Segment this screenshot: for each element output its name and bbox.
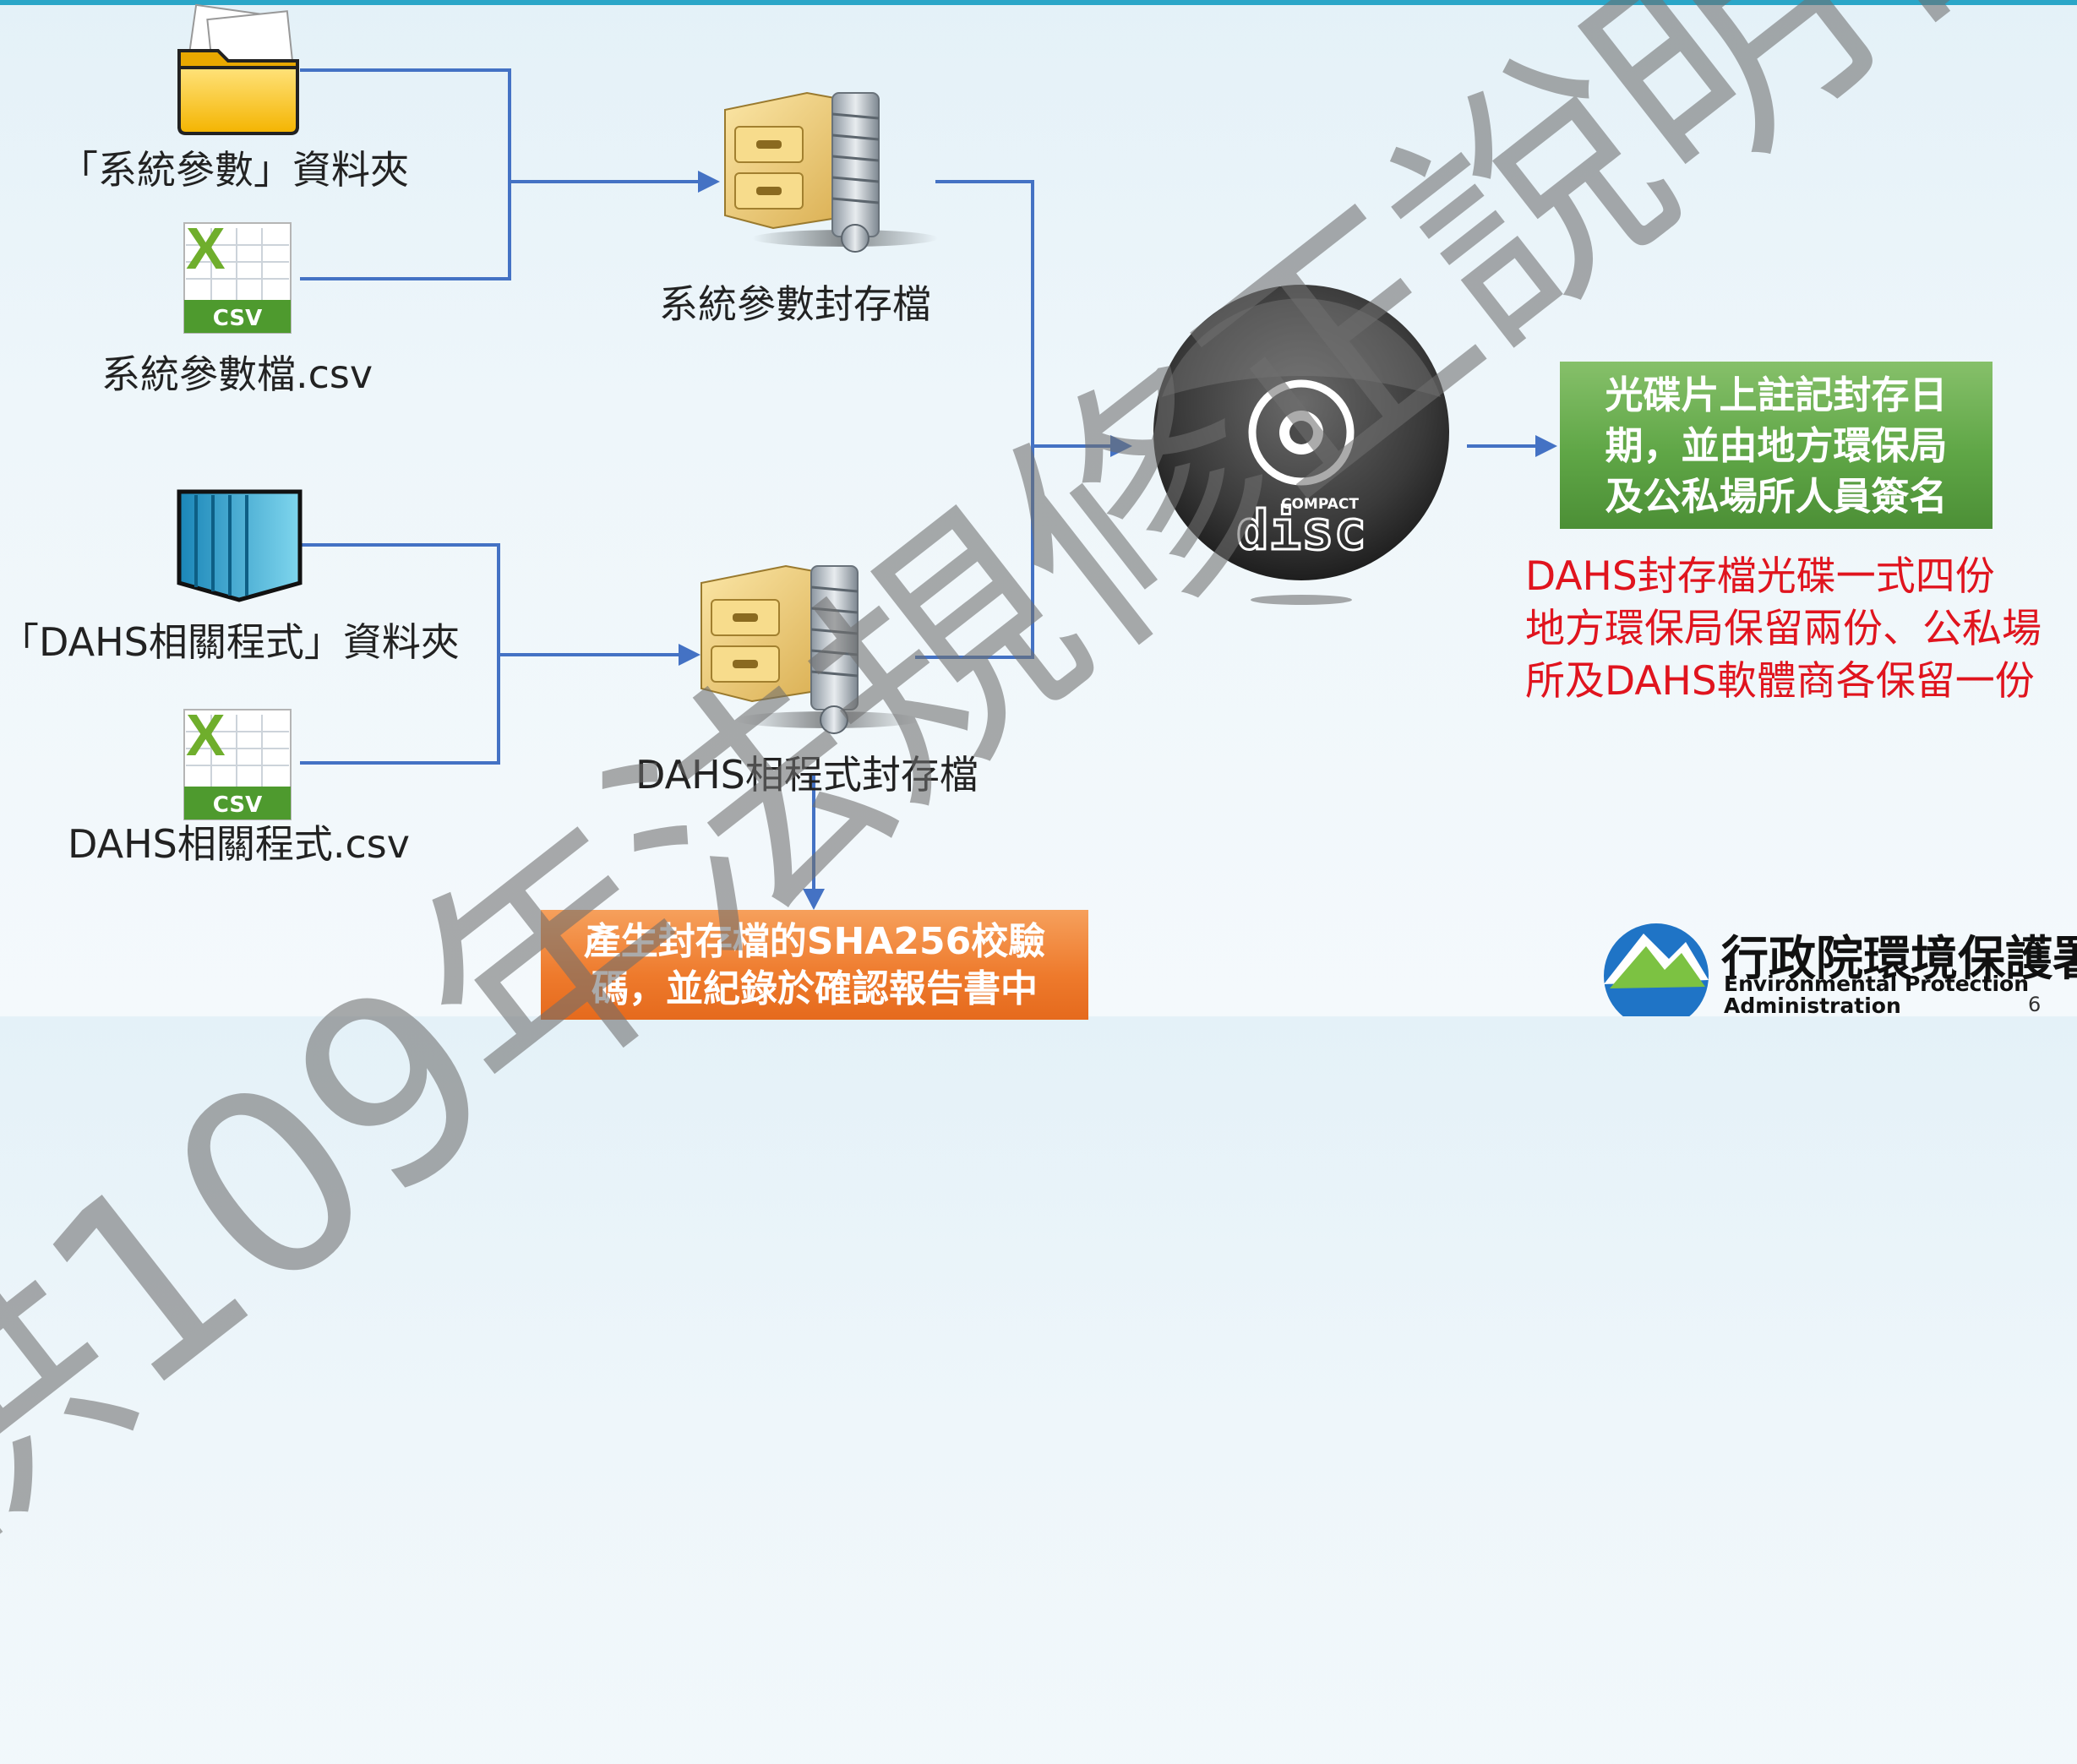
csv-badge-system: CSV [213,306,262,331]
arrowhead-disc [1110,435,1132,457]
agency-name: 行政院環境保護署 [1721,932,2077,987]
system-csv-label: 系統參數檔.csv [101,351,373,397]
compact-disc-icon: COMPACT disc [1153,285,1449,605]
folder-icon [177,3,299,135]
top-accent-bar [0,0,2077,5]
sha256-box: 產生封存檔的SHA256校驗 碼，並紀錄於確認報告書中 [541,910,1088,1020]
svg-text:X: X [186,215,226,281]
disc-bottom-text: disc [1236,500,1366,563]
connector-dahs-archive [915,444,1114,659]
flow-diagram: X X CSV CSV [177,3,1709,1016]
dahs-folder-label: 「DAHS相關程式」資料夾 [0,619,460,665]
arrowhead-system-archive [698,171,720,193]
sha256-box-line: 產生封存檔的SHA256校驗 [583,920,1046,963]
connector-dahs-csv [300,653,686,765]
arrowhead-dahs-archive [679,644,701,666]
system-archive-label: 系統參數封存檔 [659,281,931,327]
connector-system-csv [300,180,706,280]
sha256-box-line: 碼，並紀錄於確認報告書中 [591,967,1038,1010]
disc-annotation-box: 光碟片上註記封存日 期，並由地方環保局 及公私場所人員簽名 [1560,362,1993,529]
arrowheads [679,171,1557,910]
connector-system-folder [300,68,511,182]
csv-file-icon-dahs: X [183,702,292,820]
svg-text:X: X [186,702,226,768]
green-box-line: 光碟片上註記封存日 [1605,373,1948,417]
page-number: 6 [2028,993,2042,1016]
copies-note-line: 地方環保局保留兩份、公私場 [1525,606,2042,652]
copies-note-line: DAHS封存檔光碟一式四份 [1525,553,1995,600]
arrowhead-green-box [1535,435,1557,457]
connector-dahs-folder [300,543,500,655]
epa-logo-icon [1604,923,1709,1016]
green-box-line: 期，並由地方環保局 [1605,423,1948,468]
program-folder-icon [177,489,303,602]
agency-name-en: Environmental Protection Administration [1724,973,2029,1017]
agency-name-en-line: Administration [1724,994,1901,1018]
dahs-archive-label: DAHS相程式封存檔 [635,752,979,798]
dahs-csv-label: DAHS相關程式.csv [68,821,410,867]
archive-cabinet-icon-system [724,91,938,253]
connector-system-archive [935,180,1034,446]
agency-name-en-line: Environmental Protection [1724,972,2029,996]
csv-badge-dahs: CSV [213,792,262,818]
connector-lines [300,68,1538,897]
copies-note-line: 所及DAHS軟體商各保留一份 [1525,658,2035,705]
disc-top-text: COMPACT [1281,496,1359,513]
csv-file-icon-system: X [183,215,292,334]
green-box-line: 及公私場所人員簽名 [1605,474,1948,519]
system-folder-label: 「系統參數」資料夾 [59,147,409,193]
copies-note: DAHS封存檔光碟一式四份 地方環保局保留兩份、公私場 所及DAHS軟體商各保留… [1525,551,2042,708]
archive-cabinet-icon-dahs [701,564,921,734]
arrowhead-sha [803,889,825,910]
